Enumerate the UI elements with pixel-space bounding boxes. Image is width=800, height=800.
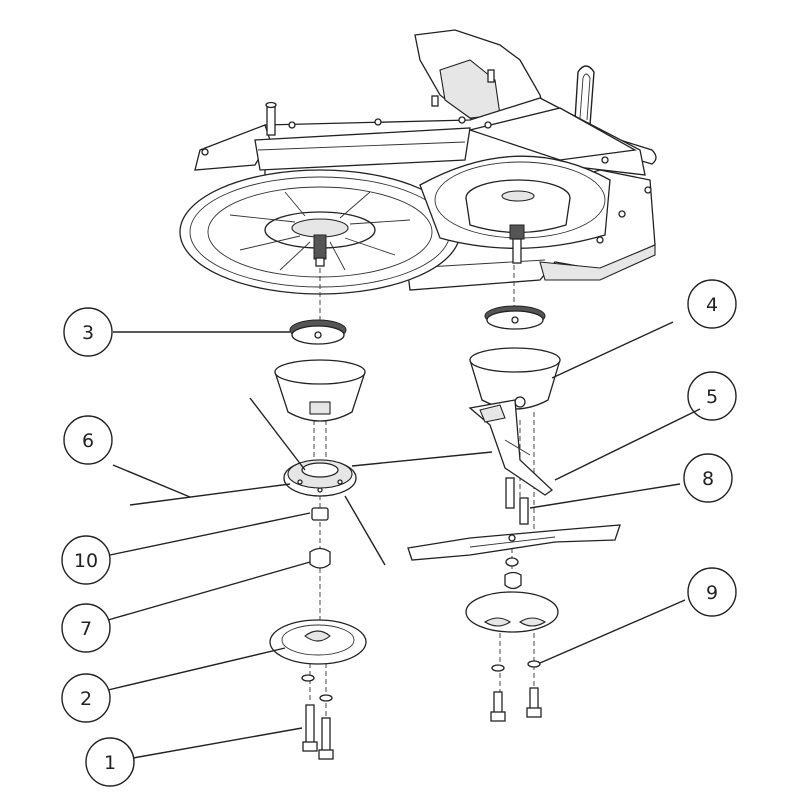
right-blower-housing — [419, 155, 611, 264]
callout-label: 3 — [82, 322, 94, 344]
callout-c6: 6 — [63, 415, 113, 465]
callout-c3: 3 — [63, 307, 113, 357]
callout-label: 2 — [80, 688, 92, 710]
callout-label: 9 — [706, 582, 718, 604]
callout-label: 6 — [82, 430, 94, 452]
callout-label: 4 — [706, 294, 718, 316]
left-part-stack — [269, 319, 367, 760]
callout-label: 5 — [706, 386, 718, 408]
callout-c1: 1 — [85, 737, 135, 787]
callout-label: 8 — [702, 468, 714, 490]
trimmer-lines — [129, 397, 493, 566]
callout-c4: 4 — [687, 279, 737, 329]
right-part-stack — [407, 305, 621, 722]
callout-c10: 10 — [61, 535, 111, 585]
callout-c5: 5 — [687, 371, 737, 421]
callout-label: 10 — [74, 550, 98, 572]
callout-c8: 8 — [683, 453, 733, 503]
leader-lines — [107, 321, 701, 759]
callout-c9: 9 — [687, 567, 737, 617]
callout-label: 1 — [104, 752, 116, 774]
callout-label: 7 — [80, 618, 92, 640]
left-blower-housing — [179, 169, 461, 295]
callout-c7: 7 — [61, 603, 111, 653]
callout-c2: 2 — [61, 673, 111, 723]
